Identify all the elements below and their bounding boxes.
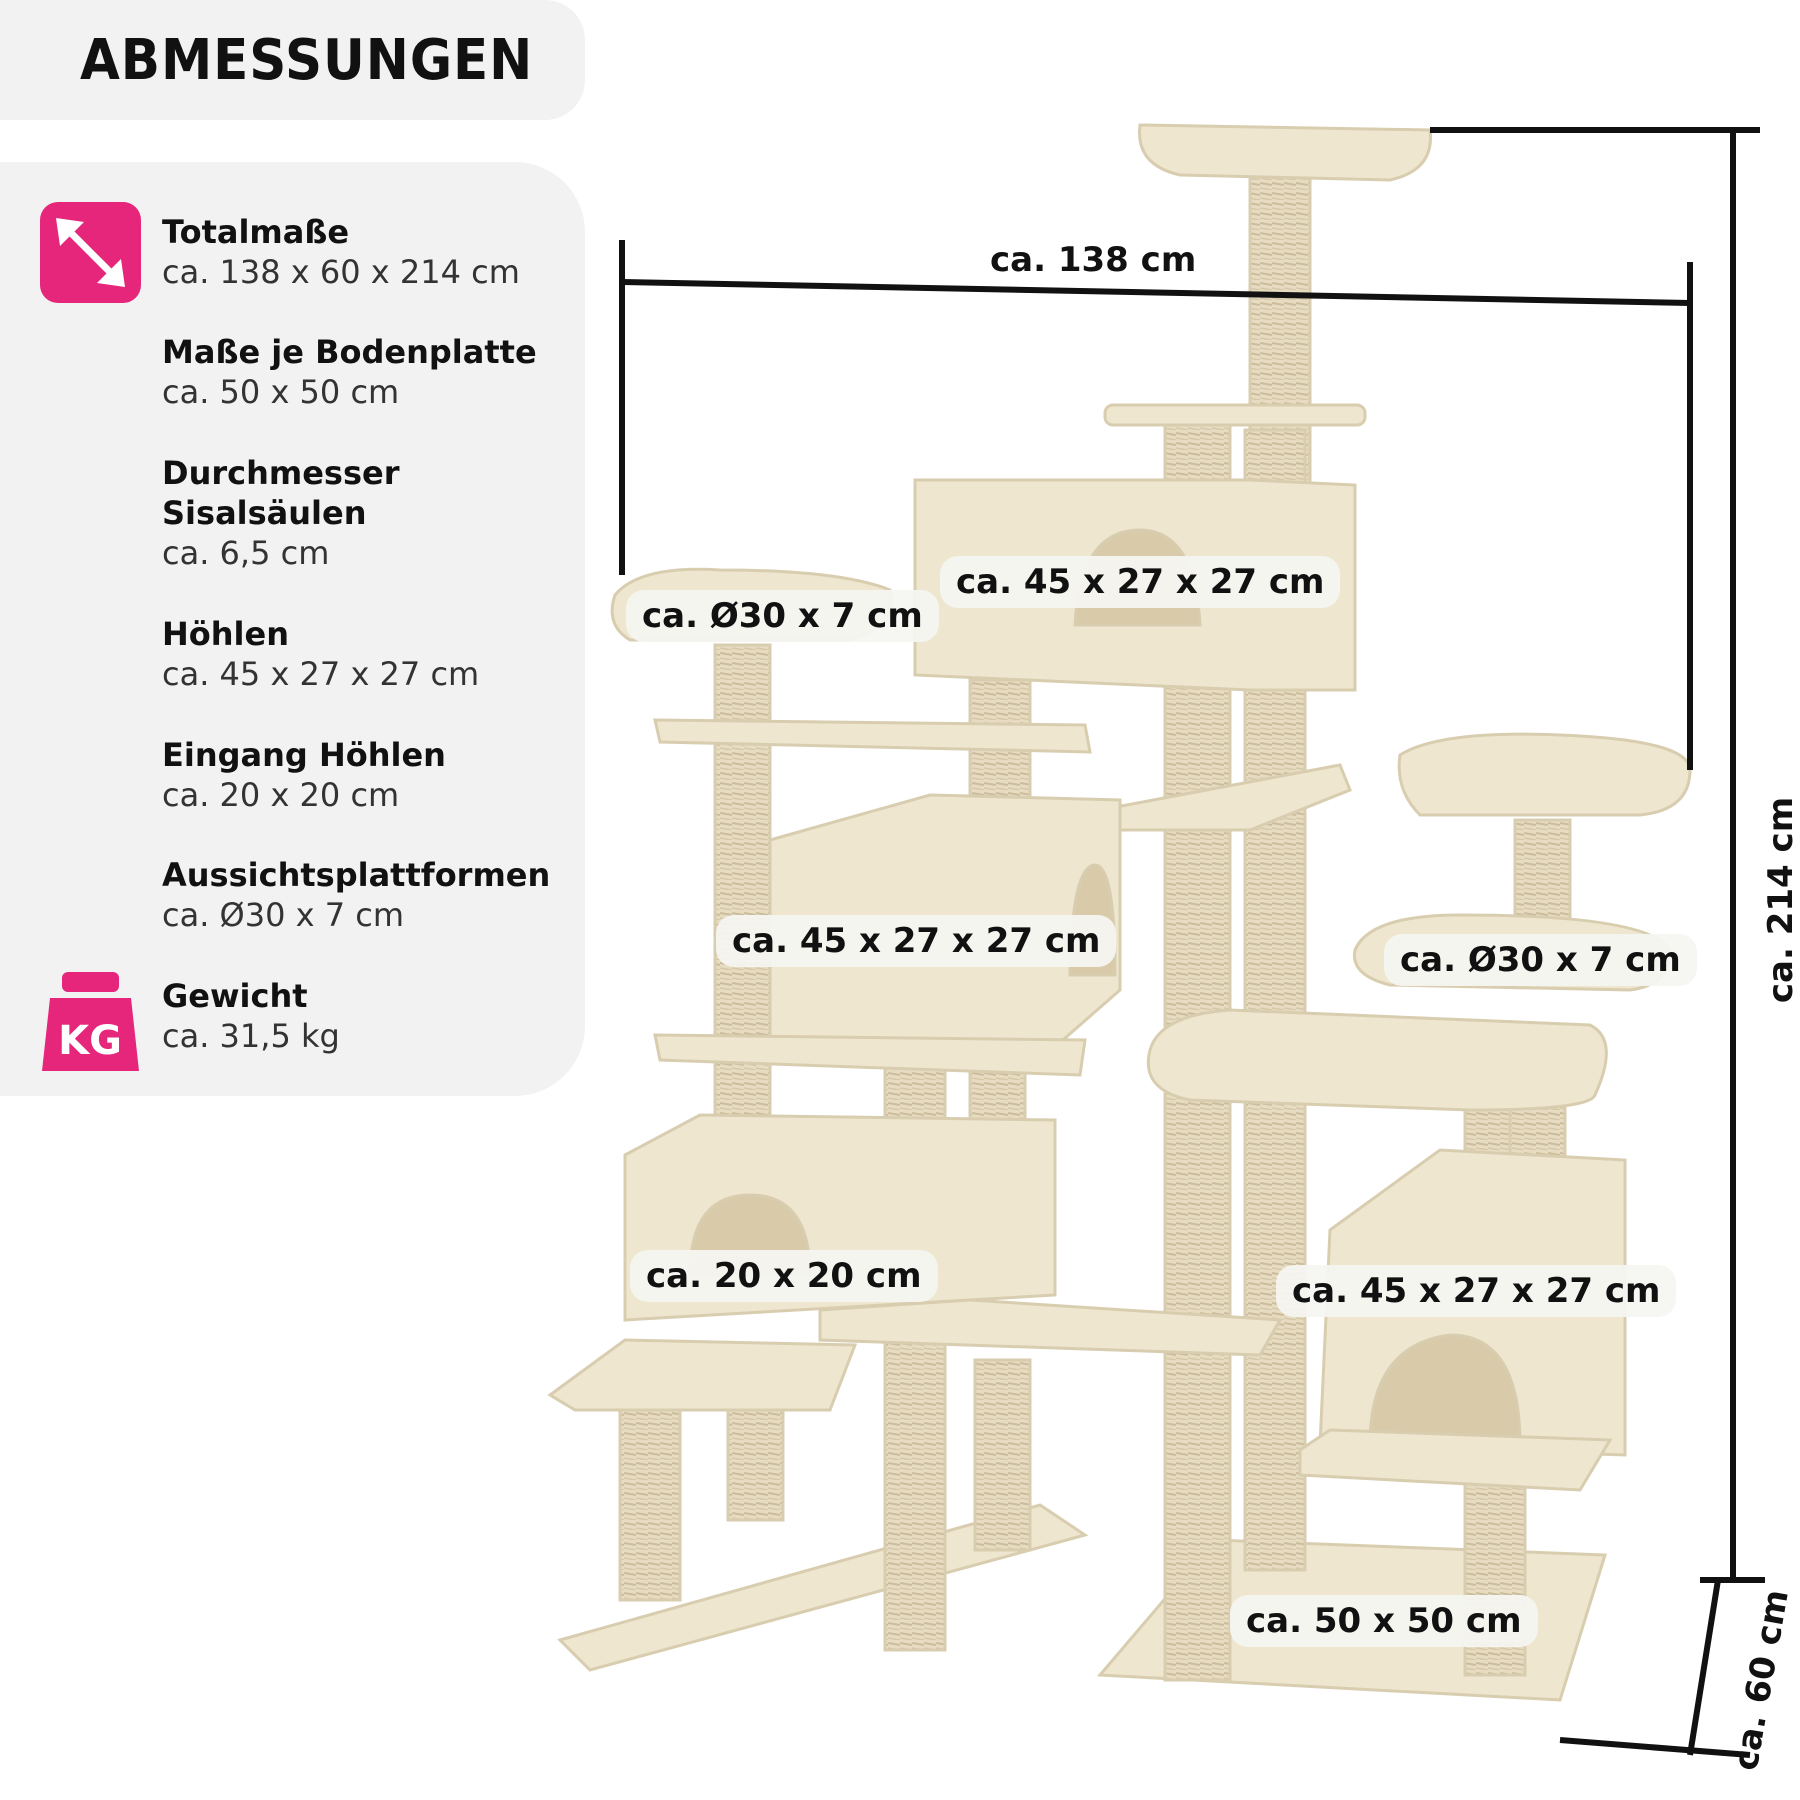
spec-label: Totalmaße <box>162 213 350 251</box>
sisal-post <box>973 1358 1032 1552</box>
spec-total-dimensions: Totalmaße ca. 138 x 60 x 214 cm <box>162 212 520 292</box>
callout-platform-left: ca. Ø30 x 7 cm <box>626 590 939 642</box>
shelf-long <box>818 1298 1283 1357</box>
specs-panel <box>0 162 585 1096</box>
spec-label: Eingang Höhlen <box>162 736 446 774</box>
spec-label: Höhlen <box>162 615 289 653</box>
spec-platforms: Aussichtsplattformen ca. Ø30 x 7 cm <box>162 855 550 935</box>
spec-base-plate: Maße je Bodenplatte ca. 50 x 50 cm <box>162 332 537 412</box>
spec-value: ca. 20 x 20 cm <box>162 776 400 814</box>
sisal-post <box>618 1398 682 1602</box>
spec-value: ca. 6,5 cm <box>162 534 330 572</box>
depth-line-bottom-tick <box>1559 1737 1751 1758</box>
title-panel: ABMESSUNGEN <box>0 0 585 120</box>
callout-cave-middle: ca. 45 x 27 x 27 cm <box>716 915 1117 967</box>
kg-weight-icon: KG <box>40 970 141 1071</box>
depth-line <box>1687 1579 1721 1756</box>
spec-cave-entrance: Eingang Höhlen ca. 20 x 20 cm <box>162 735 446 815</box>
base-plate-left <box>557 1503 1089 1672</box>
spec-value: ca. 138 x 60 x 214 cm <box>162 253 520 291</box>
spec-label: Durchmesser Sisalsäulen <box>162 454 400 532</box>
sisal-post <box>1513 818 1572 932</box>
callout-base-plate: ca. 50 x 50 cm <box>1230 1595 1538 1647</box>
spec-value: ca. Ø30 x 7 cm <box>162 896 405 934</box>
dimension-lines <box>619 127 1765 1758</box>
dimension-height-label: ca. 214 cm <box>1761 796 1800 1004</box>
spec-value: ca. 31,5 kg <box>162 1017 340 1055</box>
shelf-large <box>1146 1008 1608 1112</box>
page-title: ABMESSUNGEN <box>80 28 534 93</box>
diagonal-arrow-icon <box>40 202 141 303</box>
callout-cave-entrance: ca. 20 x 20 cm <box>630 1250 938 1302</box>
shelf <box>653 1033 1087 1077</box>
dimension-width-label: ca. 138 cm <box>990 240 1197 280</box>
shelf-step <box>547 1338 858 1412</box>
spec-label: Aussichtsplattformen <box>162 856 551 894</box>
spec-value: ca. 50 x 50 cm <box>162 373 400 411</box>
spec-label: Maße je Bodenplatte <box>162 333 537 371</box>
spec-sisal-diameter: Durchmesser Sisalsäulen ca. 6,5 cm <box>162 453 400 573</box>
platform-round-right-top <box>1397 732 1692 817</box>
top-platform <box>1138 123 1432 182</box>
spec-caves: Höhlen ca. 45 x 27 x 27 cm <box>162 614 479 694</box>
spec-label: Gewicht <box>162 977 308 1015</box>
spec-value: ca. 45 x 27 x 27 cm <box>162 655 480 693</box>
shelf <box>1298 1428 1613 1492</box>
shelf <box>653 718 1092 754</box>
callout-cave-top: ca. 45 x 27 x 27 cm <box>940 556 1341 608</box>
callout-platform-right: ca. Ø30 x 7 cm <box>1384 934 1697 986</box>
sisal-post <box>726 1388 785 1522</box>
width-line <box>621 279 1691 306</box>
spec-weight: Gewicht ca. 31,5 kg <box>162 976 340 1056</box>
shelf <box>1103 403 1367 427</box>
svg-text:KG: KG <box>58 1018 122 1064</box>
callout-cave-right: ca. 45 x 27 x 27 cm <box>1276 1265 1677 1317</box>
